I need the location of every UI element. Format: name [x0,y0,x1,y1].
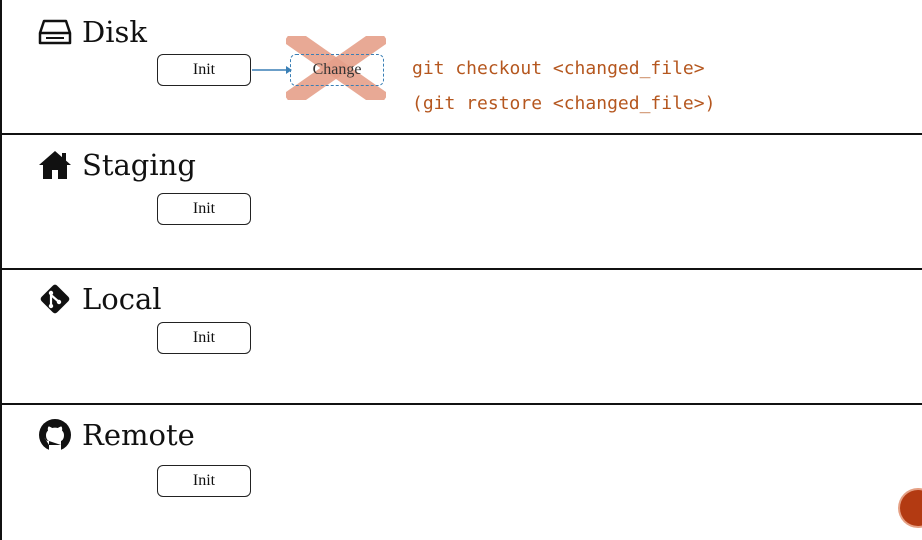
record-indicator [900,490,922,526]
restore-command: (git restore <changed_file>) [412,93,716,114]
lane-divider [0,403,922,405]
lane-label-staging: Staging [82,148,196,182]
staging-init-node[interactable]: Init [157,193,251,225]
lane-title-local: Local [38,281,162,317]
lane-title-staging: Staging [38,147,196,183]
disk-change-node[interactable]: Change [290,54,384,86]
lane-label-local: Local [82,282,162,316]
lane-label-disk: Disk [82,15,147,49]
github-icon [38,418,72,452]
home-icon [38,148,72,182]
lane-divider [0,133,922,135]
disk-icon [38,15,72,49]
disk-init-node[interactable]: Init [157,54,251,86]
checkout-command: git checkout <changed_file> [412,58,705,79]
lane-label-remote: Remote [82,418,195,452]
git-icon [38,282,72,316]
discard-cross-icon [286,36,386,100]
lane-title-remote: Remote [38,417,195,453]
lane-title-disk: Disk [38,14,147,50]
arrow-init-to-change [252,66,292,74]
local-init-node[interactable]: Init [157,322,251,354]
remote-init-node[interactable]: Init [157,465,251,497]
lane-divider [0,268,922,270]
left-border [0,0,2,540]
